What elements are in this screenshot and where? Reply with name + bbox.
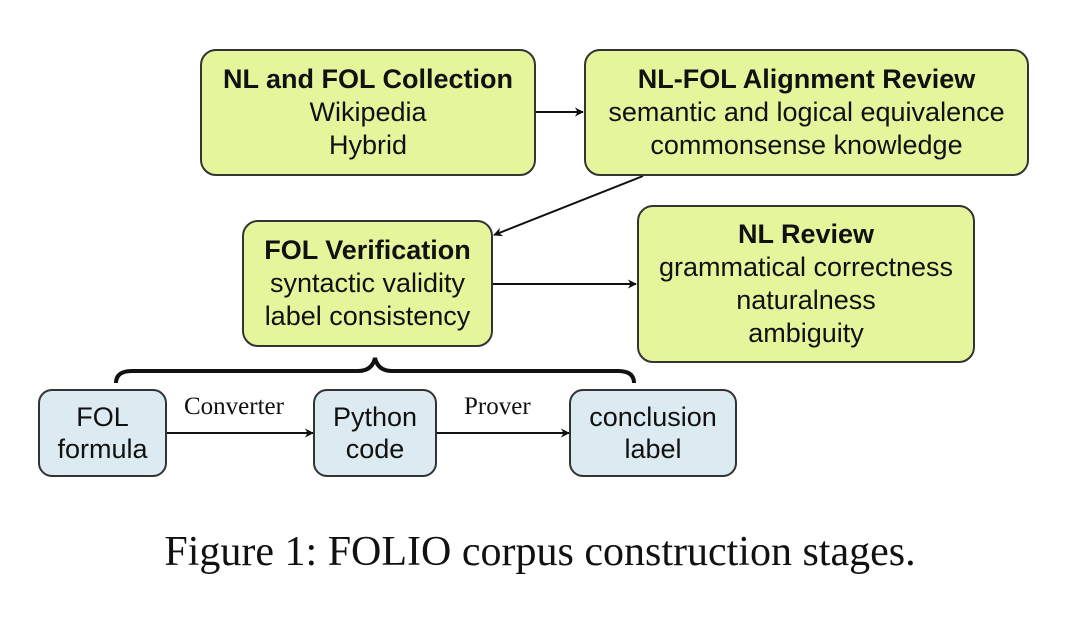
stage-item: label consistency bbox=[264, 301, 471, 331]
stage-item: naturalness bbox=[736, 285, 876, 315]
arrow-alignment-to-verification bbox=[493, 175, 644, 237]
verification-brace bbox=[114, 357, 636, 384]
node-conclusion-label: conclusion label bbox=[569, 389, 737, 477]
stage-nl-review: NL Review grammatical correctness natura… bbox=[637, 205, 975, 363]
node-line: label bbox=[624, 434, 682, 464]
node-line: Python bbox=[332, 402, 418, 432]
stage-item: semantic and logical equivalence bbox=[608, 97, 1005, 127]
stage-item: Wikipedia bbox=[309, 97, 427, 127]
node-line: conclusion bbox=[589, 402, 717, 432]
stage-alignment-review: NL-FOL Alignment Review semantic and log… bbox=[584, 49, 1029, 176]
figure-caption: Figure 1: FOLIO corpus construction stag… bbox=[164, 529, 916, 575]
node-line: FOL bbox=[76, 402, 129, 432]
stage-fol-verification: FOL Verification syntactic validity labe… bbox=[242, 220, 493, 347]
node-line: code bbox=[345, 434, 405, 464]
stage-title: NL-FOL Alignment Review bbox=[637, 64, 976, 94]
stage-item: ambiguity bbox=[748, 318, 864, 348]
stage-nl-fol-collection: NL and FOL Collection Wikipedia Hybrid bbox=[200, 49, 536, 176]
edge-label-converter: Converter bbox=[184, 393, 284, 420]
stage-item: commonsense knowledge bbox=[650, 130, 963, 160]
stage-item: Hybrid bbox=[328, 130, 408, 160]
stage-title: FOL Verification bbox=[264, 235, 471, 265]
node-line: formula bbox=[57, 434, 148, 464]
stage-item: grammatical correctness bbox=[658, 252, 954, 282]
edge-label-prover: Prover bbox=[464, 393, 531, 420]
stage-title: NL Review bbox=[737, 219, 875, 249]
node-fol-formula: FOL formula bbox=[38, 389, 167, 477]
stage-title: NL and FOL Collection bbox=[222, 64, 513, 94]
node-python-code: Python code bbox=[313, 389, 437, 477]
stage-item: syntactic validity bbox=[269, 268, 466, 298]
